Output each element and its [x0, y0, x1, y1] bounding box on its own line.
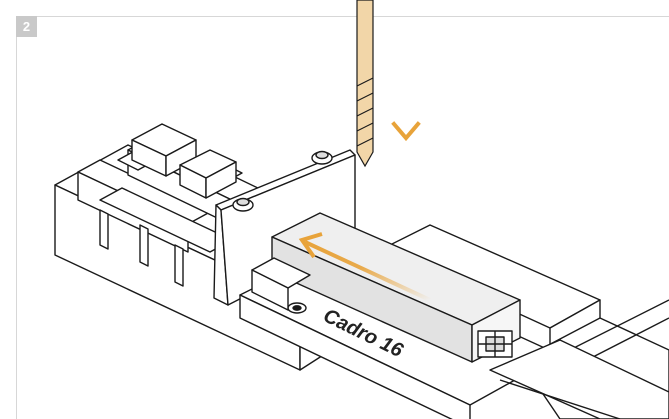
profile-channel [489, 339, 669, 419]
arrow-down-icon [391, 60, 421, 142]
left-stop-block [251, 257, 311, 311]
aluminium-profile [271, 212, 521, 363]
screw-right [311, 150, 333, 165]
step-number-badge: 2 [16, 16, 37, 37]
arrow-left-up-icon [298, 232, 431, 302]
drill-bit-icon [356, 0, 374, 168]
mounting-hole-1 [287, 302, 307, 314]
screw-left [232, 197, 254, 212]
